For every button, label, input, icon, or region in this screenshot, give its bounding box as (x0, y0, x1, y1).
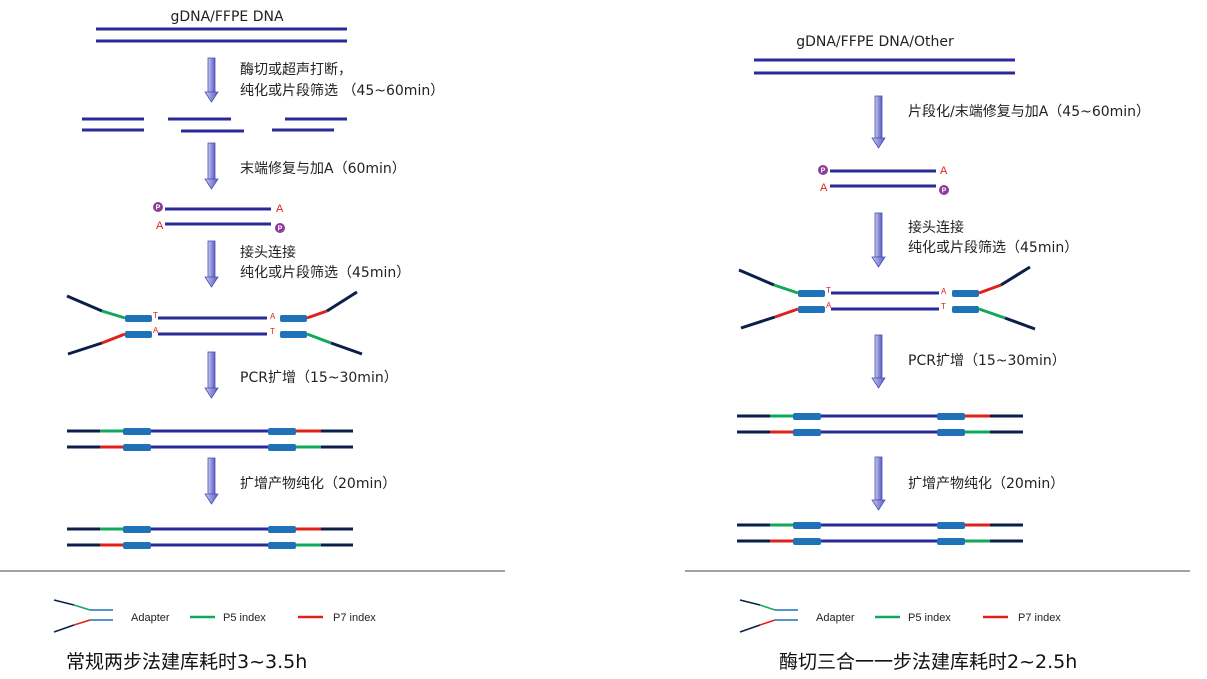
left-step3-line2: 纯化或片段筛选（45min） (240, 265, 410, 281)
left-step2: 末端修复与加A（60min） (240, 160, 406, 177)
adapter-icon (53, 599, 113, 633)
left-input-label: gDNA/FFPE DNA (170, 9, 284, 25)
a-overhang-label: A (941, 287, 947, 296)
left-ligated-product: T A A T (66, 290, 363, 356)
a-overhang-label: A (153, 326, 159, 335)
phosphate-label: P (821, 168, 826, 175)
left-arrow-4 (204, 351, 219, 399)
left-arrow-5 (204, 457, 219, 505)
left-end-repaired-fragment: P P A A (153, 202, 285, 233)
legend-p7-label: P7 index (1018, 612, 1061, 624)
right-arrow-2 (871, 212, 886, 268)
legend-p5-label: P5 index (908, 612, 951, 624)
t-overhang-label: T (153, 311, 158, 320)
t-overhang-label: T (941, 302, 946, 311)
right-arrow-3 (871, 334, 886, 389)
t-overhang-label: T (826, 286, 831, 295)
left-fragments (82, 117, 347, 133)
left-panel: gDNA/FFPE DNA 酶切或超声打断， 纯化或片段筛选 （45~60min… (0, 9, 505, 673)
legend-adapter-label: Adapter (131, 612, 170, 624)
phosphate-icon (939, 185, 949, 195)
left-final-library (67, 526, 353, 549)
phosphate-icon (818, 165, 828, 175)
left-step3-line1: 接头连接 (240, 244, 296, 261)
right-end-repaired-fragment: P P A A (818, 165, 949, 195)
right-step2-line1: 接头连接 (908, 219, 964, 236)
left-summary: 常规两步法建库耗时3~3.5h (66, 651, 307, 673)
right-legend: Adapter P5 index P7 index (739, 599, 1061, 633)
right-pcr-product (737, 413, 1023, 436)
right-genomic-dna (754, 58, 1015, 75)
a-overhang-label: A (940, 165, 948, 177)
a-overhang-label: A (276, 203, 284, 215)
right-step3: PCR扩增（15~30min） (908, 353, 1066, 369)
a-overhang-label: A (820, 182, 828, 194)
right-input-label: gDNA/FFPE DNA/Other (796, 34, 954, 50)
a-overhang-label: A (156, 220, 164, 232)
right-summary: 酶切三合一一步法建库耗时2~2.5h (779, 651, 1077, 673)
left-arrow-1 (204, 57, 219, 103)
left-step1-line1: 酶切或超声打断， (240, 61, 352, 78)
right-step4: 扩增产物纯化（20min） (908, 476, 1064, 492)
right-step1: 片段化/末端修复与加A（45~60min） (908, 103, 1150, 120)
left-arrow-3 (204, 240, 219, 288)
legend-p7-label: P7 index (333, 612, 376, 624)
adapter-icon (739, 599, 798, 633)
legend-adapter-label: Adapter (816, 612, 855, 624)
left-genomic-dna (96, 27, 347, 43)
right-final-library (737, 522, 1023, 545)
right-panel: gDNA/FFPE DNA/Other 片段化/末端修复与加A（45~60min… (685, 34, 1190, 673)
a-overhang-label: A (826, 301, 832, 310)
left-legend: Adapter P5 index P7 index (53, 599, 376, 633)
a-overhang-label: A (270, 312, 276, 321)
phosphate-label: P (942, 188, 947, 195)
legend-p5-label: P5 index (223, 612, 266, 624)
right-arrow-1 (871, 95, 886, 149)
phosphate-icon (275, 223, 285, 233)
left-arrow-2 (204, 142, 219, 190)
left-step1-line2: 纯化或片段筛选 （45~60min） (240, 83, 444, 99)
right-ligated-product: T A A T (738, 265, 1036, 331)
phosphate-label: P (156, 205, 161, 212)
right-arrow-4 (871, 456, 886, 511)
phosphate-icon (153, 202, 163, 212)
t-overhang-label: T (270, 327, 275, 336)
right-step2-line2: 纯化或片段筛选（45min） (908, 240, 1078, 256)
left-step4: PCR扩增（15~30min） (240, 370, 398, 386)
phosphate-label: P (278, 226, 283, 233)
left-pcr-product (67, 428, 353, 451)
left-step5: 扩增产物纯化（20min） (240, 476, 396, 492)
